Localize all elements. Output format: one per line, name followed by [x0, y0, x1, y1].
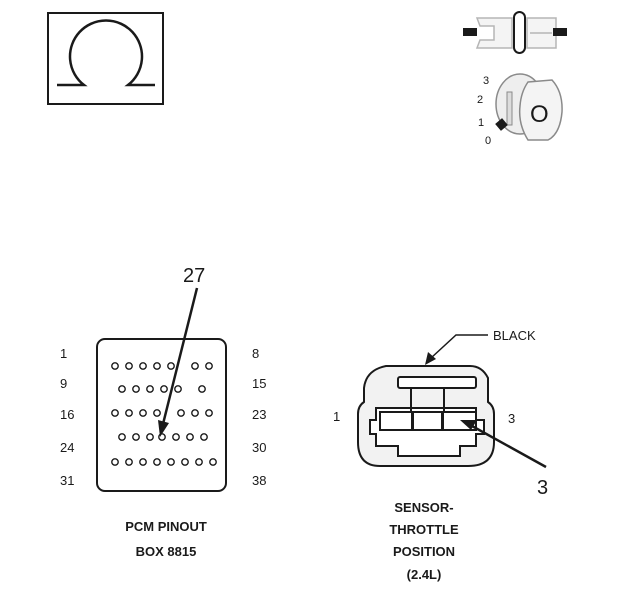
pcm-pin: [205, 362, 213, 370]
pcm-pin: [146, 385, 154, 393]
pcm-pin: [139, 458, 147, 466]
pcm-pin: [191, 409, 199, 417]
pcm-pin: [111, 409, 119, 417]
pcm-pin: [209, 458, 217, 466]
pcm-pin: [118, 385, 126, 393]
key-position-0: 0: [485, 135, 491, 147]
pcm-pin: [198, 385, 206, 393]
pcm-pin: [132, 433, 140, 441]
tps-callout-arrow: [460, 420, 547, 469]
pcm-pin: [132, 385, 140, 393]
pcm-pin: [125, 409, 133, 417]
pcm-pin: [139, 362, 147, 370]
pcm-pin: [172, 433, 180, 441]
pcm-pin: [153, 458, 161, 466]
pcm-pin: [125, 458, 133, 466]
pcm-pin: [186, 433, 194, 441]
pcm-pin: [181, 458, 189, 466]
pcm-pin: [177, 409, 185, 417]
pcm-callout-arrow: [158, 287, 199, 437]
pcm-row-label-left-1: 1: [60, 346, 67, 361]
key-position-3: 3: [483, 75, 489, 87]
tps-connector-body: [357, 365, 495, 467]
tps-caption-line-4: (2.4L): [407, 567, 442, 582]
key-letter: O: [530, 101, 549, 128]
pcm-callout-number: 27: [183, 265, 205, 287]
pcm-row-label-left-9: 9: [60, 376, 67, 391]
pcm-row-label-left-16: 16: [60, 407, 74, 422]
key-position-1: 1: [478, 117, 484, 129]
tps-caption-line-1: SENSOR-: [394, 500, 453, 515]
pcm-pin-grid: [111, 362, 217, 466]
pcm-row-label-right-8: 8: [252, 346, 259, 361]
pcm-pin: [153, 362, 161, 370]
pcm-pin: [195, 458, 203, 466]
tps-wire-color-label: BLACK: [493, 328, 536, 343]
pcm-pin: [125, 362, 133, 370]
tps-caption-line-2: THROTTLE: [389, 522, 459, 537]
ohm-symbol-icon: [47, 12, 164, 105]
tps-wire-leader-arrow: [425, 334, 488, 365]
pcm-caption-line-2: BOX 8815: [136, 544, 197, 559]
tps-caption-line-3: POSITION: [393, 544, 455, 559]
pcm-pin: [167, 362, 175, 370]
pcm-pin: [174, 385, 182, 393]
pcm-row-label-left-31: 31: [60, 473, 74, 488]
tps-pin-label-right: 3: [508, 411, 515, 426]
pcm-row-label-right-38: 38: [252, 473, 266, 488]
tps-callout-number: 3: [537, 477, 548, 499]
pcm-row-label-right-23: 23: [252, 407, 266, 422]
pcm-pin: [139, 409, 147, 417]
pcm-pin: [205, 409, 213, 417]
pcm-pin: [146, 433, 154, 441]
pcm-row-label-right-15: 15: [252, 376, 266, 391]
pcm-pin: [153, 409, 161, 417]
pcm-pin: [118, 433, 126, 441]
pcm-pin: [111, 458, 119, 466]
pcm-row-label-right-30: 30: [252, 440, 266, 455]
pcm-caption-line-1: PCM PINOUT: [125, 519, 207, 534]
pcm-row-label-left-24: 24: [60, 440, 74, 455]
pcm-pin: [200, 433, 208, 441]
pcm-connector-body: [96, 338, 227, 492]
ignition-switch-icon: [463, 11, 567, 141]
pcm-pin: [191, 362, 199, 370]
key-position-2: 2: [477, 94, 483, 106]
tps-pin-label-left: 1: [333, 409, 340, 424]
pcm-pin: [111, 362, 119, 370]
pcm-pin: [160, 385, 168, 393]
pcm-pin: [167, 458, 175, 466]
